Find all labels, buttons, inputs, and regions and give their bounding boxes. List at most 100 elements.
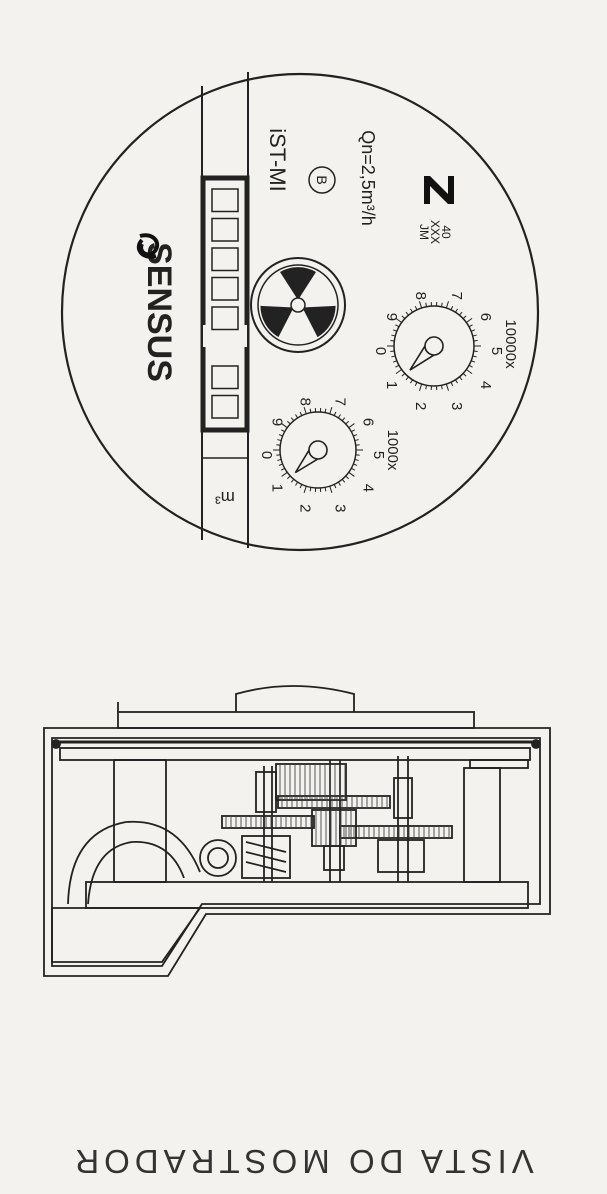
dial-tick <box>471 329 476 332</box>
dial-tick <box>391 355 396 358</box>
dial-number: 6 <box>359 418 376 426</box>
dial-number: 5 <box>370 451 387 459</box>
dial-number: 6 <box>477 313 494 321</box>
dial-tick <box>395 364 400 368</box>
dial-tick <box>355 454 360 456</box>
dial-tick <box>299 411 303 416</box>
dial-number: 1 <box>269 484 286 492</box>
dial-tick <box>401 373 406 377</box>
magnet-ring-inner <box>207 847 229 869</box>
dial-tick <box>303 485 307 493</box>
class-letter: B <box>314 175 330 184</box>
approval-mark-icon <box>424 176 454 204</box>
dial-tick <box>277 439 282 442</box>
gear-hub-3 <box>393 777 413 819</box>
gear-wide-2 <box>221 815 315 829</box>
totalizer-digit-cell <box>211 394 239 419</box>
dial-number: 4 <box>477 381 494 389</box>
dial-number: 2 <box>297 504 314 512</box>
dial-tick <box>392 360 397 363</box>
dial-hub <box>424 336 444 356</box>
gear-wide-1 <box>277 795 391 809</box>
dial-tick <box>414 381 418 387</box>
dial-tick <box>276 444 281 446</box>
dial-tick <box>466 317 473 323</box>
meter-cross-section <box>43 685 551 977</box>
dial-tick <box>345 475 349 480</box>
dial-tick <box>450 305 454 311</box>
dial-tick <box>459 311 463 316</box>
dial-tick <box>466 369 473 375</box>
leak-indicator-star-wheel <box>250 257 346 353</box>
dial-tick <box>391 334 396 337</box>
dial-tick <box>348 471 355 477</box>
dial-tick <box>473 350 478 353</box>
dial-tick <box>405 311 409 316</box>
dial-tick <box>329 485 333 493</box>
totalizer-digit-cell <box>211 247 239 272</box>
gear-hub-2 <box>255 771 277 813</box>
bottom-plate <box>85 881 529 909</box>
dial-tick <box>295 481 299 486</box>
dial-tick <box>425 385 427 390</box>
dial-tick <box>345 420 349 425</box>
dial-tick <box>459 376 463 381</box>
totalizer-digit-cell <box>211 188 239 213</box>
dial-tick <box>410 308 413 313</box>
gear-teeth-hatching <box>225 764 450 846</box>
gear-wide-3 <box>339 825 453 839</box>
dial-number: 7 <box>448 292 465 300</box>
dial-tick <box>395 317 402 323</box>
dial-tick <box>390 339 395 342</box>
approval-line-3: 40 <box>439 225 453 239</box>
drawing-caption: VISTA DO MOSTRADOR <box>70 1143 533 1180</box>
dial-number: 2 <box>412 402 429 410</box>
dial-tick <box>468 364 473 368</box>
dial-tick <box>290 478 295 483</box>
dial-tick <box>280 429 285 433</box>
dial-tick <box>445 383 449 391</box>
right-support <box>469 759 529 769</box>
totalizer-digit-cell <box>211 306 239 331</box>
dial-tick <box>450 381 454 387</box>
dial-tick <box>441 302 443 307</box>
dial-tick <box>472 355 477 358</box>
housing-outline <box>43 727 551 977</box>
dial-tick <box>329 407 333 415</box>
turbine-arc-inner <box>87 841 185 905</box>
flow-rating: Qn=2,5m³/h <box>358 130 378 226</box>
dial-tick <box>354 439 359 442</box>
dial-tick <box>390 350 395 353</box>
lid-glass <box>117 711 475 729</box>
dial-number: 3 <box>331 504 348 512</box>
dial-tick <box>348 423 355 429</box>
dial-tick <box>278 434 283 437</box>
dial-tick <box>462 373 467 377</box>
gear-hub-5 <box>323 845 345 871</box>
dial-tick <box>419 301 423 309</box>
dial-tick <box>395 369 402 375</box>
dial-number: 0 <box>372 347 389 355</box>
dial-tick <box>341 417 346 422</box>
dial-tick <box>355 444 360 446</box>
worm-spring <box>241 835 291 879</box>
totalizer-digit-cell <box>211 365 239 390</box>
dial-tick <box>468 324 473 328</box>
dial-tick <box>471 360 476 363</box>
post-right <box>463 767 501 883</box>
dial-tick <box>309 408 312 413</box>
seal-left-dot <box>51 739 61 749</box>
seal-right-dot <box>531 739 541 749</box>
dial-number: 7 <box>331 398 348 406</box>
model-label: iST-MI <box>265 128 290 192</box>
dial-tick <box>425 302 427 307</box>
dial-tick <box>309 487 312 492</box>
dial-tick <box>462 315 467 319</box>
dial-tick <box>281 423 288 429</box>
dial-tick <box>337 481 341 486</box>
post-left <box>113 759 167 883</box>
dial-face-outline <box>60 72 540 552</box>
